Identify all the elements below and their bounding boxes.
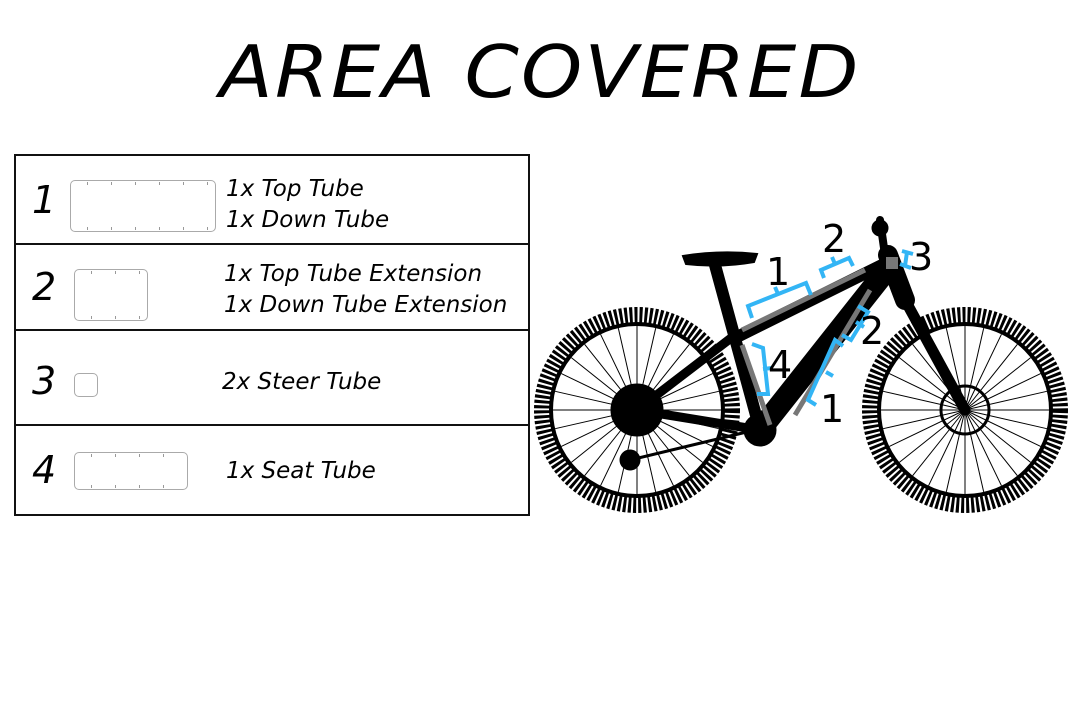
- bike-label-4: 4: [768, 343, 792, 387]
- spoke: [882, 390, 966, 411]
- bike-label-3: 3: [909, 235, 933, 279]
- spoke: [889, 373, 966, 411]
- film-piece-swatch: [74, 373, 98, 397]
- bike-label-1: 1: [766, 250, 790, 294]
- spoke: [964, 409, 1018, 476]
- spoke: [899, 409, 966, 463]
- row-description: 2x Steer Tube: [222, 369, 382, 395]
- film-piece-swatch: [74, 269, 148, 321]
- spoke: [964, 390, 1048, 411]
- coverage-highlights: [739, 257, 898, 426]
- row-number: 1: [32, 178, 57, 222]
- spoke: [964, 344, 1018, 411]
- spoke: [964, 409, 1041, 447]
- page-title: AREA COVERED: [219, 30, 861, 114]
- bike-frame: [610, 216, 971, 471]
- bike-label-2: 2: [822, 217, 846, 261]
- row-description: 1x Seat Tube: [226, 458, 376, 484]
- spoke: [964, 409, 1031, 463]
- film-piece-swatch: [70, 180, 216, 232]
- row-number: 4: [32, 448, 57, 492]
- spoke: [964, 327, 985, 411]
- bike-label-2b: 2: [860, 309, 884, 353]
- spoke: [928, 409, 966, 486]
- spoke: [964, 409, 1048, 430]
- film-piece-swatch: [74, 452, 188, 490]
- spoke: [964, 409, 985, 493]
- spoke: [912, 409, 966, 476]
- row-number: 2: [32, 265, 57, 309]
- row-number: 3: [32, 359, 57, 403]
- spoke: [964, 373, 1041, 411]
- spoke: [945, 409, 966, 493]
- bike-label-1b: 1: [820, 387, 844, 431]
- area-labels: 1 2 3 2 4 1: [766, 217, 933, 431]
- coverage-brackets: [745, 249, 914, 407]
- spoke: [882, 409, 966, 430]
- spoke: [964, 357, 1031, 411]
- spoke: [964, 409, 1002, 486]
- table-row: 3 2x Steer Tube: [16, 331, 528, 426]
- spoke: [889, 409, 966, 447]
- spoke: [964, 334, 1002, 411]
- table-row: 4 1x Seat Tube: [16, 426, 528, 514]
- front-wheel: [862, 307, 1068, 513]
